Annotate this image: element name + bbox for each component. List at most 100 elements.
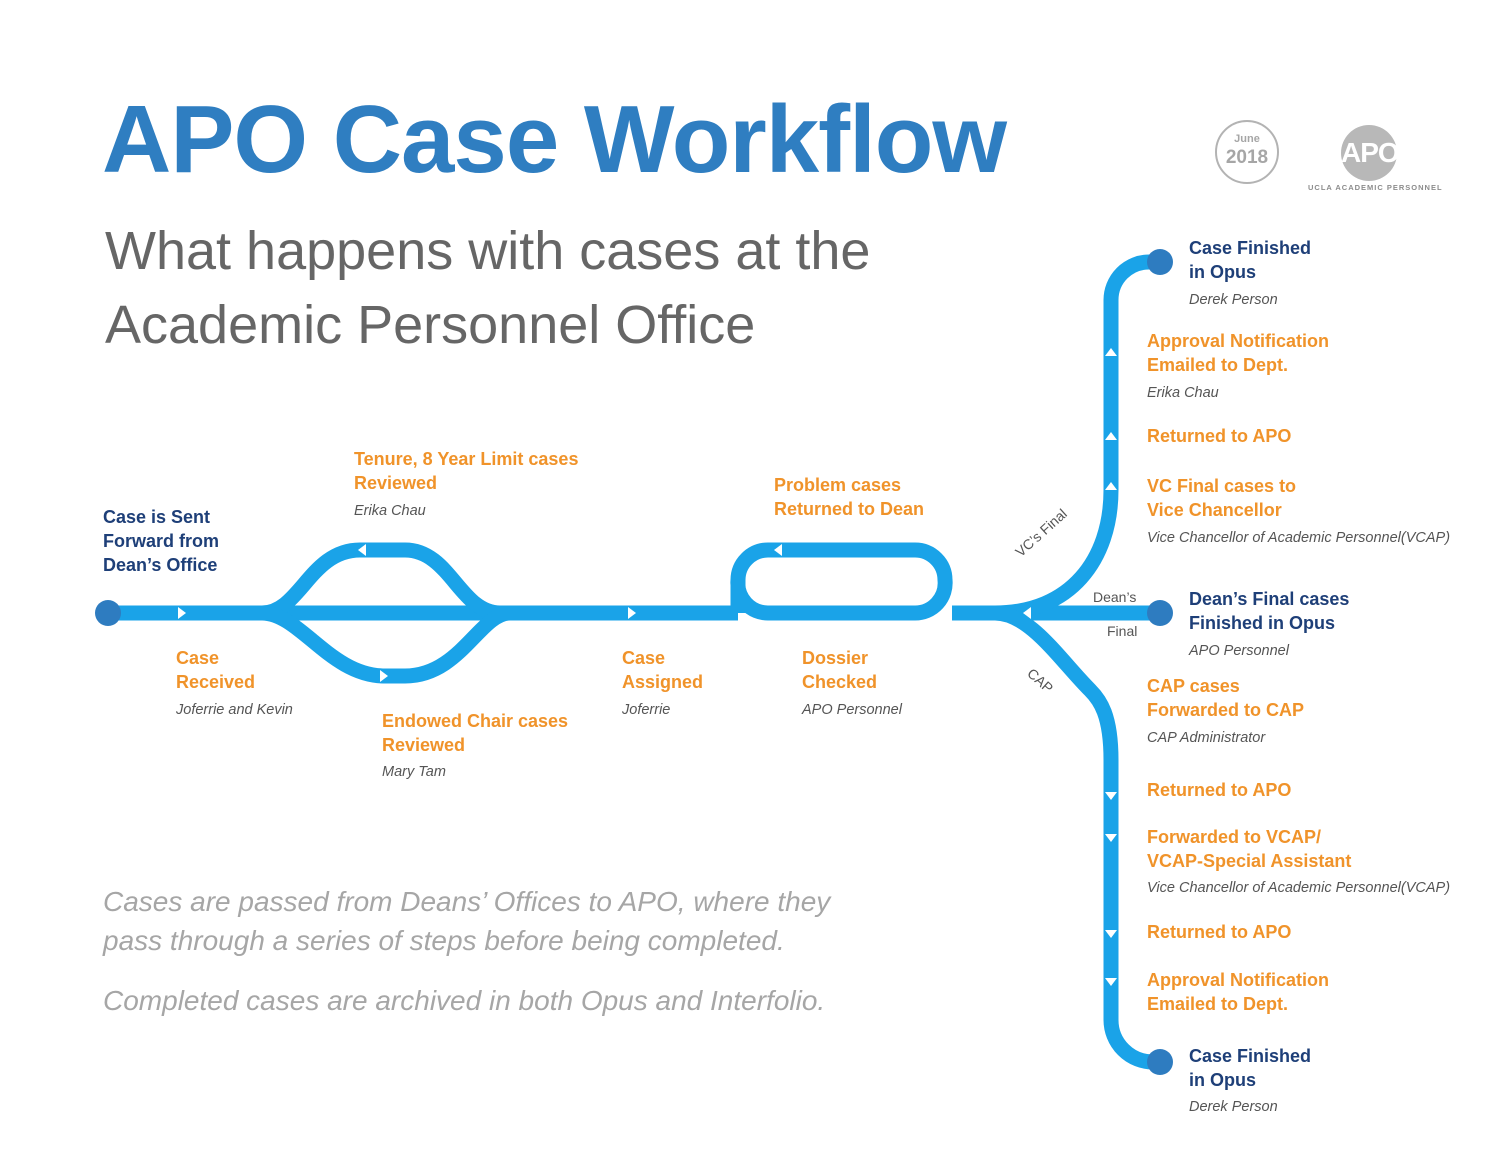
chevron-arrow-icon: [1105, 348, 1117, 356]
station-label: Emailed to Dept.: [1147, 355, 1289, 375]
station-label: Forward from: [103, 531, 220, 551]
apo-logo: APO: [1341, 125, 1400, 181]
dean-end-node: [1147, 600, 1173, 626]
station-cap-returned-1: Returned to APO: [1147, 778, 1291, 802]
station-label: Returned to APO: [1147, 426, 1292, 446]
date-badge: June 2018: [1215, 120, 1279, 184]
subtitle-line-2: Academic Personnel Office: [105, 295, 756, 355]
cap-branch-track: [994, 605, 1161, 1070]
station-cap-vcap: Forwarded to VCAP/ VCAP-Special Assistan…: [1147, 825, 1351, 873]
station-case-received: Case Received: [176, 646, 255, 694]
station-label: Returned to APO: [1147, 922, 1292, 942]
note-line: Cases are passed from Deans’ Offices to …: [103, 886, 831, 917]
station-vc-finished: Case Finished in Opus: [1189, 236, 1311, 284]
direction-chevrons: [178, 348, 1117, 986]
chevron-arrow-icon: [380, 670, 388, 682]
station-label: Forwarded to CAP: [1147, 700, 1305, 720]
station-vc-final: VC Final cases to Vice Chancellor: [1147, 474, 1296, 522]
station-cap-finished: Case Finished in Opus: [1189, 1044, 1311, 1092]
chevron-arrow-icon: [178, 607, 186, 619]
station-label: Problem cases: [774, 475, 902, 495]
station-vc-returned: Returned to APO: [1147, 424, 1291, 448]
note-line: Completed cases are archived in both Opu…: [103, 985, 826, 1016]
station-label: Dean’s Office: [103, 555, 218, 575]
station-label: Checked: [802, 672, 878, 692]
station-label: Tenure, 8 Year Limit cases: [354, 449, 579, 469]
station-endowed: Endowed Chair cases Reviewed: [382, 709, 568, 757]
vc-branch-track: [994, 254, 1160, 621]
station-cap-returned-2: Returned to APO: [1147, 920, 1291, 944]
chevron-arrow-icon: [1105, 930, 1117, 938]
cap-end-node: [1147, 1049, 1173, 1075]
station-label: Approval Notification: [1147, 970, 1330, 990]
station-dean-final: Dean’s Final cases Finished in Opus: [1189, 587, 1349, 635]
station-person: Vice Chancellor of Academic Personnel(VC…: [1147, 880, 1451, 896]
chevron-arrow-icon: [1105, 978, 1117, 986]
station-label: Returned to Dean: [774, 499, 925, 519]
station-label: Assigned: [622, 672, 704, 692]
station-label: Approval Notification: [1147, 331, 1330, 351]
chevron-arrow-icon: [1105, 792, 1117, 800]
tenure-loop-track: [261, 542, 501, 621]
logo-caption: UCLA ACADEMIC PERSONNEL: [1308, 183, 1443, 192]
chevron-arrow-icon: [1105, 834, 1117, 842]
station-vc-notify: Approval Notification Emailed to Dept.: [1147, 329, 1329, 377]
station-label: Finished in Opus: [1189, 613, 1336, 633]
station-label: Returned to APO: [1147, 780, 1292, 800]
badge-month: June: [1234, 133, 1260, 145]
station-person: Derek Person: [1189, 292, 1278, 308]
station-label: in Opus: [1189, 262, 1256, 282]
station-case-assigned: Case Assigned: [622, 646, 703, 694]
station-cap-notify: Approval Notification Emailed to Dept.: [1147, 968, 1329, 1016]
chevron-arrow-icon: [358, 544, 366, 556]
station-label: Forwarded to VCAP/: [1147, 827, 1322, 847]
chevron-arrow-icon: [628, 607, 636, 619]
start-node: [95, 600, 121, 626]
note-line: pass through a series of steps before be…: [103, 925, 785, 956]
chevron-arrow-icon: [1105, 482, 1117, 490]
chevron-arrow-icon: [1023, 607, 1031, 619]
station-label: Dossier: [802, 648, 869, 668]
station-label: Vice Chancellor: [1147, 500, 1282, 520]
station-label: Case Finished: [1189, 238, 1312, 258]
station-label: Case is Sent: [103, 507, 211, 527]
station-label: Emailed to Dept.: [1147, 994, 1289, 1014]
subtitle-line-1: What happens with cases at the: [105, 221, 871, 281]
station-label: Reviewed: [354, 473, 438, 493]
branch-label-dean: Final: [1107, 623, 1138, 639]
station-label: Endowed Chair cases: [382, 711, 569, 731]
station-dossier: Dossier Checked: [802, 646, 877, 694]
station-person: APO Personnel: [1189, 643, 1289, 659]
vc-end-node: [1147, 249, 1173, 275]
station-person: CAP Administrator: [1147, 730, 1266, 746]
station-person: Erika Chau: [1147, 385, 1219, 401]
station-label: VC Final cases to: [1147, 476, 1297, 496]
station-label: Case: [622, 648, 666, 668]
endowed-loop-track: [261, 605, 512, 684]
station-label: Case: [176, 648, 220, 668]
station-label: Received: [176, 672, 256, 692]
problem-loop-track: [730, 542, 953, 621]
station-person: Derek Person: [1189, 1099, 1278, 1115]
station-label: Case Finished: [1189, 1046, 1312, 1066]
station-person: Joferrie: [622, 702, 671, 718]
branch-label-dean: Dean’s: [1093, 589, 1137, 605]
station-problem: Problem cases Returned to Dean: [774, 473, 924, 521]
station-person: Mary Tam: [382, 764, 446, 780]
station-label: Dean’s Final cases: [1189, 589, 1350, 609]
station-tenure: Tenure, 8 Year Limit cases Reviewed: [354, 447, 578, 495]
station-label: VCAP-Special Assistant: [1147, 851, 1352, 871]
chevron-arrow-icon: [774, 544, 782, 556]
station-person: Erika Chau: [354, 503, 426, 519]
station-label: Reviewed: [382, 735, 466, 755]
station-person: Joferrie and Kevin: [176, 702, 293, 718]
station-label: in Opus: [1189, 1070, 1256, 1090]
page-title: APO Case Workflow: [102, 86, 1007, 193]
station-start: Case is Sent Forward from Dean’s Office: [103, 505, 219, 577]
station-cap-forward: CAP cases Forwarded to CAP: [1147, 674, 1304, 722]
chevron-arrow-icon: [1105, 432, 1117, 440]
station-person: Vice Chancellor of Academic Personnel(VC…: [1147, 530, 1451, 546]
station-person: APO Personnel: [802, 702, 902, 718]
badge-year: 2018: [1225, 147, 1269, 168]
